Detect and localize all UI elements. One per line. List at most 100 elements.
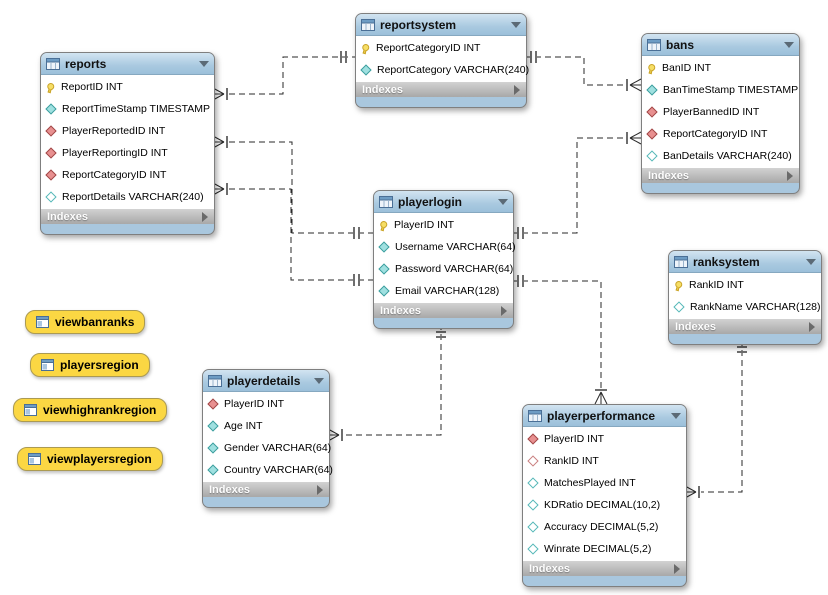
table-header[interactable]: bans [642,34,799,56]
relationship-playerlogin-bans[interactable] [512,131,642,239]
column-text: ReportID INT [61,81,123,93]
column-row[interactable]: Winrate DECIMAL(5,2) [523,538,686,560]
foreign-key-icon [646,106,658,118]
column-row[interactable]: ReportID INT [41,76,214,98]
table-footer [523,576,686,586]
collapse-arrow-icon[interactable] [199,60,209,67]
table-header[interactable]: ranksystem [669,251,821,273]
column-row[interactable]: ReportCategoryID INT [41,164,214,186]
column-row[interactable]: ReportTimeStamp TIMESTAMP [41,98,214,120]
table-icon [379,195,393,208]
view-viewhighrankregion[interactable]: viewhighrankregion [13,398,168,422]
column-text: PlayerBannedID INT [663,106,760,118]
column-row[interactable]: Gender VARCHAR(64) [203,437,331,459]
column-icon [646,84,658,96]
indexes-bar[interactable]: Indexes [642,168,799,183]
column-row[interactable]: PlayerID INT [374,214,513,236]
indexes-label: Indexes [529,562,570,575]
indexes-bar[interactable]: Indexes [669,319,821,334]
foreign-key-icon [207,398,219,410]
collapse-arrow-icon[interactable] [784,41,794,48]
column-row[interactable]: Country VARCHAR(64) [203,459,333,481]
relationship-reports-playerlogin-1[interactable] [212,135,373,239]
indexes-bar[interactable]: Indexes [41,209,214,224]
column-row[interactable]: RankID INT [669,274,821,296]
column-row[interactable]: BanDetails VARCHAR(240) [642,145,799,167]
indexes-bar[interactable]: Indexes [203,482,329,497]
column-text: Password VARCHAR(64) [395,263,514,275]
column-text: ReportCategory VARCHAR(240) [377,64,530,76]
indexes-label: Indexes [648,169,689,182]
relationship-ranksystem-playerperformance[interactable] [684,340,747,499]
relationship-reports-reportsystem[interactable] [212,51,355,101]
column-row[interactable]: ReportCategory VARCHAR(240) [356,59,530,81]
table-header[interactable]: playerdetails [203,370,329,392]
column-row[interactable]: BanTimeStamp TIMESTAMP [642,79,799,101]
column-icon [527,543,539,555]
table-header[interactable]: playerperformance [523,405,686,427]
column-row[interactable]: Age INT [203,415,329,437]
table-reportsystem[interactable]: reportsystem ReportCategoryID INT Report… [355,13,530,108]
column-row[interactable]: ReportDetails VARCHAR(240) [41,186,214,208]
relationship-playerlogin-playerperformance[interactable] [512,275,608,405]
table-footer [374,318,513,328]
column-row[interactable]: RankID INT [523,450,686,472]
column-row[interactable]: KDRatio DECIMAL(10,2) [523,494,686,516]
table-header[interactable]: playerlogin [374,191,513,213]
column-text: ReportDetails VARCHAR(240) [62,191,204,203]
view-playersregion[interactable]: playersregion [30,353,150,377]
view-viewbanranks[interactable]: viewbanranks [25,310,146,334]
collapse-arrow-icon[interactable] [498,198,508,205]
table-playerperformance[interactable]: playerperformance PlayerID INT RankID IN… [522,404,687,587]
table-playerlogin[interactable]: playerlogin PlayerID INT Username VARCHA… [373,190,516,329]
column-row[interactable]: ReportCategoryID INT [642,123,799,145]
indexes-bar[interactable]: Indexes [356,82,526,97]
indexes-bar[interactable]: Indexes [374,303,513,318]
column-icon [360,64,372,76]
table-reports[interactable]: reports ReportID INT ReportTimeStamp TIM… [40,52,215,235]
column-row[interactable]: RankName VARCHAR(128) [669,296,821,318]
column-row[interactable]: Email VARCHAR(128) [374,280,513,302]
column-row[interactable]: BanID INT [642,57,799,79]
column-text: ReportCategoryID INT [62,169,167,181]
table-playerdetails[interactable]: playerdetails PlayerID INT Age INT Gende… [202,369,333,508]
column-row[interactable]: PlayerReportingID INT [41,142,214,164]
column-row[interactable]: ReportCategoryID INT [356,37,526,59]
view-viewplayersregion[interactable]: viewplayersregion [17,447,163,471]
view-label: viewhighrankregion [43,403,157,417]
relationship-reportsystem-bans[interactable] [525,51,642,92]
table-name: playerdetails [227,373,301,388]
collapse-arrow-icon[interactable] [671,412,681,419]
column-row[interactable]: PlayerReportedID INT [41,120,214,142]
view-icon [41,359,54,371]
view-label: playersregion [60,358,139,372]
indexes-bar[interactable]: Indexes [523,561,686,576]
column-text: Username VARCHAR(64) [395,241,516,253]
column-row[interactable]: Username VARCHAR(64) [374,236,516,258]
column-row[interactable]: PlayerBannedID INT [642,101,799,123]
column-row[interactable]: Password VARCHAR(64) [374,258,513,280]
column-text: PlayerID INT [394,219,455,231]
table-bans[interactable]: bans BanID INT BanTimeStamp TIMESTAMP Pl… [641,33,800,194]
table-icon [528,409,542,422]
column-row[interactable]: Accuracy DECIMAL(5,2) [523,516,686,538]
collapse-arrow-icon[interactable] [511,21,521,28]
expand-arrow-icon [317,484,323,495]
table-footer [669,334,821,344]
table-ranksystem[interactable]: ranksystem RankID INT RankName VARCHAR(1… [668,250,822,345]
column-row[interactable]: PlayerID INT [203,393,329,415]
table-header[interactable]: reportsystem [356,14,526,36]
view-label: viewbanranks [55,315,135,329]
table-header[interactable]: reports [41,53,214,75]
column-row[interactable]: MatchesPlayed INT [523,472,686,494]
relationship-reports-playerlogin-2[interactable] [212,182,373,286]
table-name: reportsystem [380,17,457,32]
column-row[interactable]: PlayerID INT [523,428,686,450]
column-text: RankName VARCHAR(128) [690,301,821,313]
collapse-arrow-icon[interactable] [314,377,324,384]
column-icon [378,241,390,253]
relationship-playerlogin-playerdetails[interactable] [327,324,446,442]
primary-key-icon [360,42,371,53]
collapse-arrow-icon[interactable] [806,258,816,265]
